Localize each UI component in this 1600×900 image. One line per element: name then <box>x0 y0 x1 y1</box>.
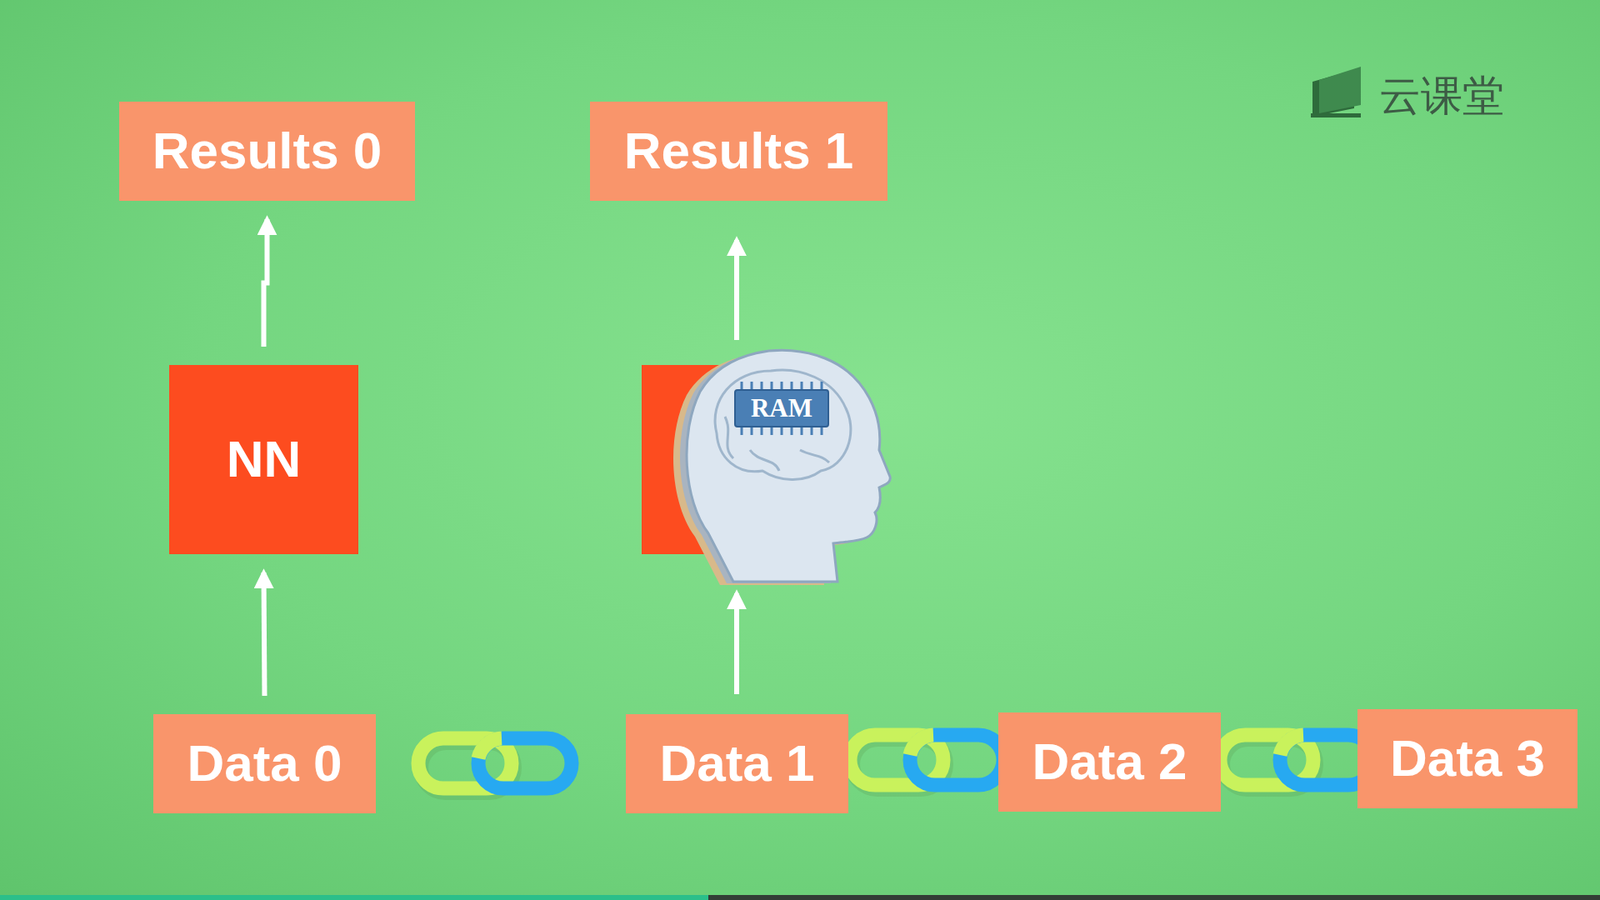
head-illustration <box>673 350 890 585</box>
result-box: Results 1 <box>590 101 888 201</box>
chain-link <box>850 735 1004 790</box>
data-box: Data 3 <box>1357 709 1578 809</box>
logo-icon <box>1310 66 1361 118</box>
box-text: Data 1 <box>659 735 815 792</box>
chip-label: RAM <box>735 390 829 427</box>
box-text: Data 0 <box>186 735 342 792</box>
box-text: Data 3 <box>1390 730 1545 787</box>
data-box: Data 1 <box>625 714 849 814</box>
data-box: Data 0 <box>153 714 376 814</box>
data-box: Data 2 <box>998 712 1221 812</box>
watermark: 云课堂 <box>1379 68 1505 125</box>
box-text: Results 1 <box>624 122 855 180</box>
chain-link <box>1220 735 1374 790</box>
arrow <box>264 572 265 696</box>
progress-track <box>708 895 1600 900</box>
progress-bar <box>0 895 709 900</box>
arrow <box>264 219 268 347</box>
box-text: NN <box>226 430 302 488</box>
box-text: Data 2 <box>1031 733 1187 790</box>
arrow <box>734 240 740 340</box>
chain-link <box>418 738 572 793</box>
box-text: Results 0 <box>152 122 383 180</box>
network-box: NN <box>169 365 359 555</box>
result-box: Results 0 <box>119 101 415 201</box>
arrow <box>734 593 740 695</box>
